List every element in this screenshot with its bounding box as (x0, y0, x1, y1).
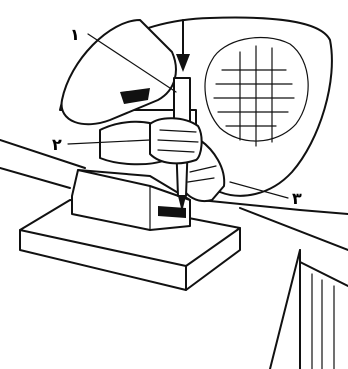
callout-3: ۳ (292, 189, 302, 208)
callout-2: ۲ (52, 135, 62, 154)
gripping-hand (150, 118, 202, 163)
callout-1: ۱ (70, 25, 80, 44)
table-edge (0, 140, 85, 188)
